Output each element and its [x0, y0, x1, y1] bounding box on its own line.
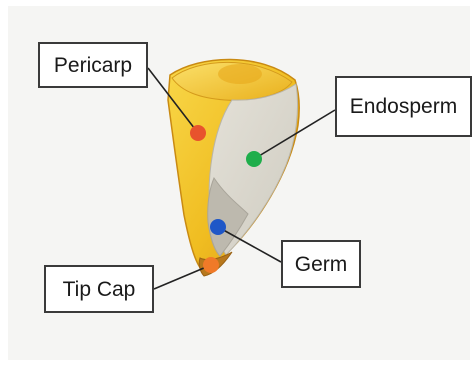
- germ-label: Germ: [281, 240, 361, 288]
- endosperm-label: Endosperm: [335, 76, 472, 137]
- tip-cap-leader-line: [154, 265, 211, 289]
- germ-marker: [210, 219, 226, 235]
- crown-dimple: [218, 64, 262, 84]
- pericarp-label: Pericarp: [38, 42, 148, 88]
- tip-cap-marker: [203, 257, 219, 273]
- pericarp-marker: [190, 125, 206, 141]
- tip-cap-label: Tip Cap: [44, 265, 154, 313]
- endosperm-marker: [246, 151, 262, 167]
